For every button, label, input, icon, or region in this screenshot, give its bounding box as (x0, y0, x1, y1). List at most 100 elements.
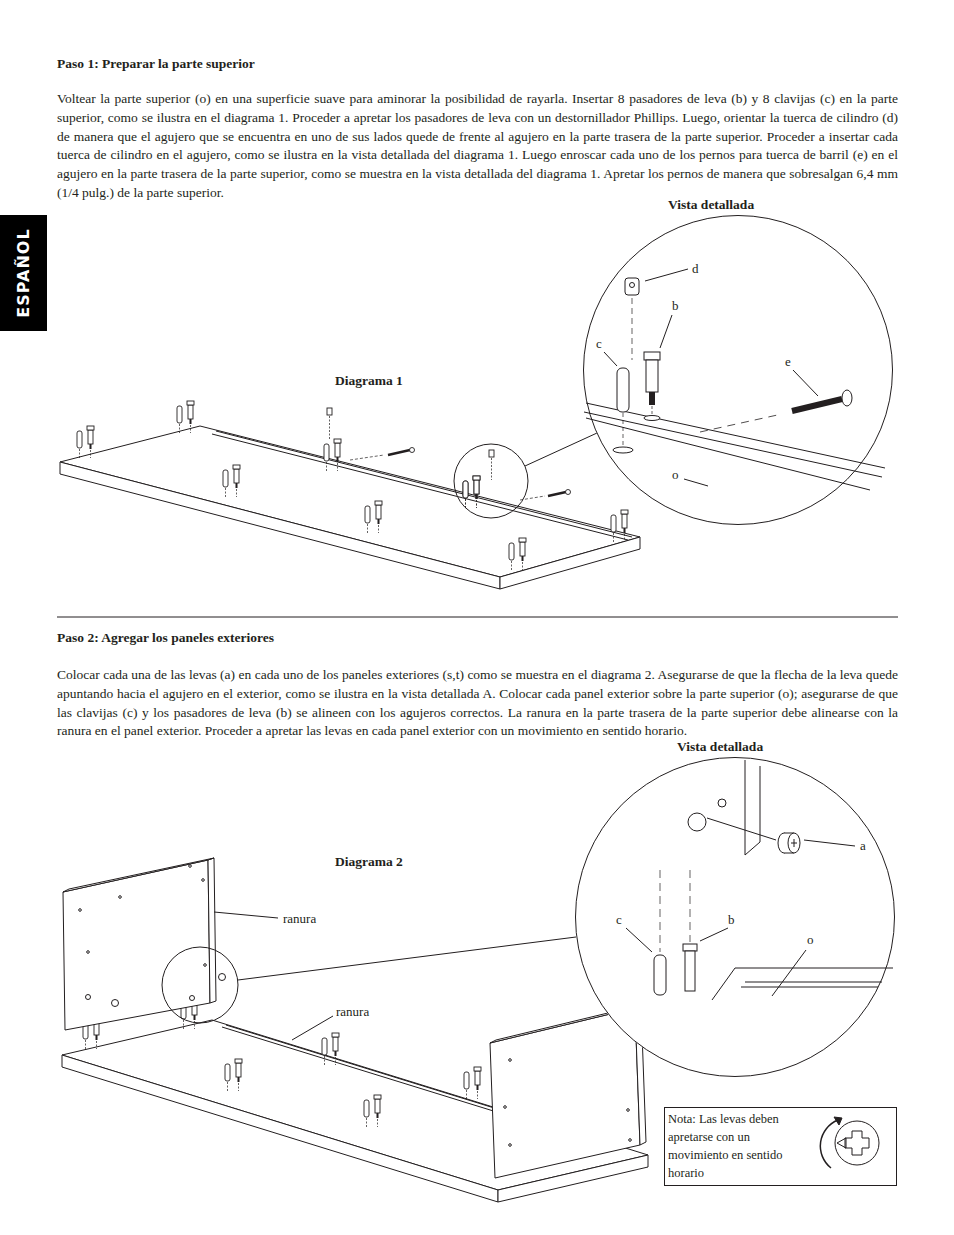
part-letter: c (616, 912, 622, 928)
detail-view-1-art (684, 479, 708, 486)
detail-leader (238, 937, 576, 980)
detail-view-2-art (688, 813, 706, 831)
detail-view-2-art (794, 839, 795, 847)
detail-circle (576, 758, 895, 1077)
detail-view-2-art (741, 987, 878, 988)
detail-view-2-art (660, 870, 661, 952)
clockwise-icon (834, 1117, 842, 1125)
clockwise-icon (820, 1117, 879, 1168)
pins (463, 476, 480, 508)
leader-line (214, 912, 278, 918)
detail-view-2-art (772, 950, 806, 996)
section-rule (57, 617, 898, 618)
side-panel-left (86, 995, 91, 1000)
detail-view-1-art (644, 416, 660, 421)
clockwise-icon (837, 1138, 846, 1148)
part-letter: b (672, 298, 679, 314)
detail-view-2-art (760, 766, 761, 842)
barrel-nut-bolt (327, 408, 571, 508)
barrel-nut-bolt (566, 490, 571, 495)
detail-view-2-art (685, 951, 695, 991)
detail-view-1-art (630, 283, 635, 288)
detail-view-1-art (700, 414, 782, 432)
side-panel-right (490, 1005, 646, 1178)
side-panel-left (190, 996, 195, 1001)
detail-view-1-art (604, 352, 617, 366)
side-panel-right (509, 1144, 512, 1147)
pins (322, 1033, 339, 1065)
side-panel-left (112, 1000, 119, 1007)
pins (223, 465, 240, 497)
detail-view-1-art (842, 390, 852, 406)
detail-view-1-art (644, 352, 660, 360)
part-letter: e (785, 354, 791, 370)
barrel-nut-bolt (388, 450, 410, 455)
side-panel-left (219, 974, 226, 981)
bottom-board (62, 1055, 498, 1202)
detail-leader (525, 433, 597, 466)
detail-view-1-art (652, 406, 653, 414)
view-heading: Vista detallada (668, 196, 754, 214)
detail-view-1-art (646, 360, 658, 392)
side-panel-left (63, 858, 226, 1030)
top-board (60, 426, 640, 577)
pins (464, 1067, 481, 1099)
detail-ground (575, 757, 895, 1077)
detail-view-1-art (793, 370, 818, 396)
detail-view-2-art (718, 799, 726, 807)
barrel-nut-bolt (463, 476, 480, 508)
top-board (60, 426, 640, 589)
pins (509, 538, 526, 570)
leader-line (292, 1016, 333, 1040)
detail-view-1-art (613, 447, 633, 453)
detail-marker (162, 947, 238, 1023)
detail-view-2-art (654, 955, 666, 995)
detail-view-2-art (683, 944, 697, 951)
top-board (60, 462, 500, 589)
clockwise-icon (820, 1120, 838, 1168)
part-letter: o (672, 467, 679, 483)
language-tab: ESPAÑOL (14, 226, 34, 319)
note-text: Nota: Las levas deben apretarse con un m… (668, 1110, 796, 1182)
detail-view-2-art (626, 760, 893, 1000)
detail-view-1-art (660, 315, 672, 348)
side-panel-left (208, 858, 216, 1003)
detail-view-1-art (586, 403, 885, 468)
side-panel-left (119, 896, 122, 899)
detail-view-2-art (712, 968, 735, 1000)
language-band (0, 215, 47, 331)
pins (364, 1095, 381, 1127)
detail-circle (584, 216, 893, 525)
barrel-nut-bolt (327, 408, 332, 415)
detail-view-1-art (645, 269, 688, 281)
detail-view: Vista detalladaacbo (575, 757, 895, 1077)
diagram-title: Diagrama 1 (335, 372, 403, 391)
pins (77, 426, 94, 458)
pins (611, 510, 628, 542)
detail-view-1-art (625, 278, 639, 295)
side-panel-right (504, 1106, 507, 1109)
side-panel-right (490, 1008, 640, 1178)
side-panel-left (202, 879, 205, 882)
side-panel-left (87, 951, 90, 954)
detail-view-1-art (623, 413, 624, 446)
pins (225, 1059, 242, 1091)
detail-view-2-art (788, 833, 800, 853)
detail-view-2-art (804, 840, 855, 846)
detail-view-2-art (690, 870, 691, 942)
detail-view-1-art (792, 399, 842, 411)
pins (324, 439, 341, 471)
diagram-title: Diagrama 2 (335, 853, 403, 872)
barrel-nut-bolt (350, 455, 384, 460)
detail-view-1-art (632, 298, 633, 360)
detail-view-1-art (649, 392, 655, 405)
detail-view: Vista detalladadbceo (583, 215, 893, 525)
top-board (212, 434, 628, 540)
step-heading: Paso 1: Preparar la parte superior (57, 55, 255, 74)
side-panel-left (79, 909, 82, 912)
step-text: Voltear la parte superior (o) en una sup… (57, 90, 898, 203)
part-letter: c (596, 336, 602, 352)
part-letter: o (807, 932, 814, 948)
detail-view-2-art (745, 982, 882, 983)
